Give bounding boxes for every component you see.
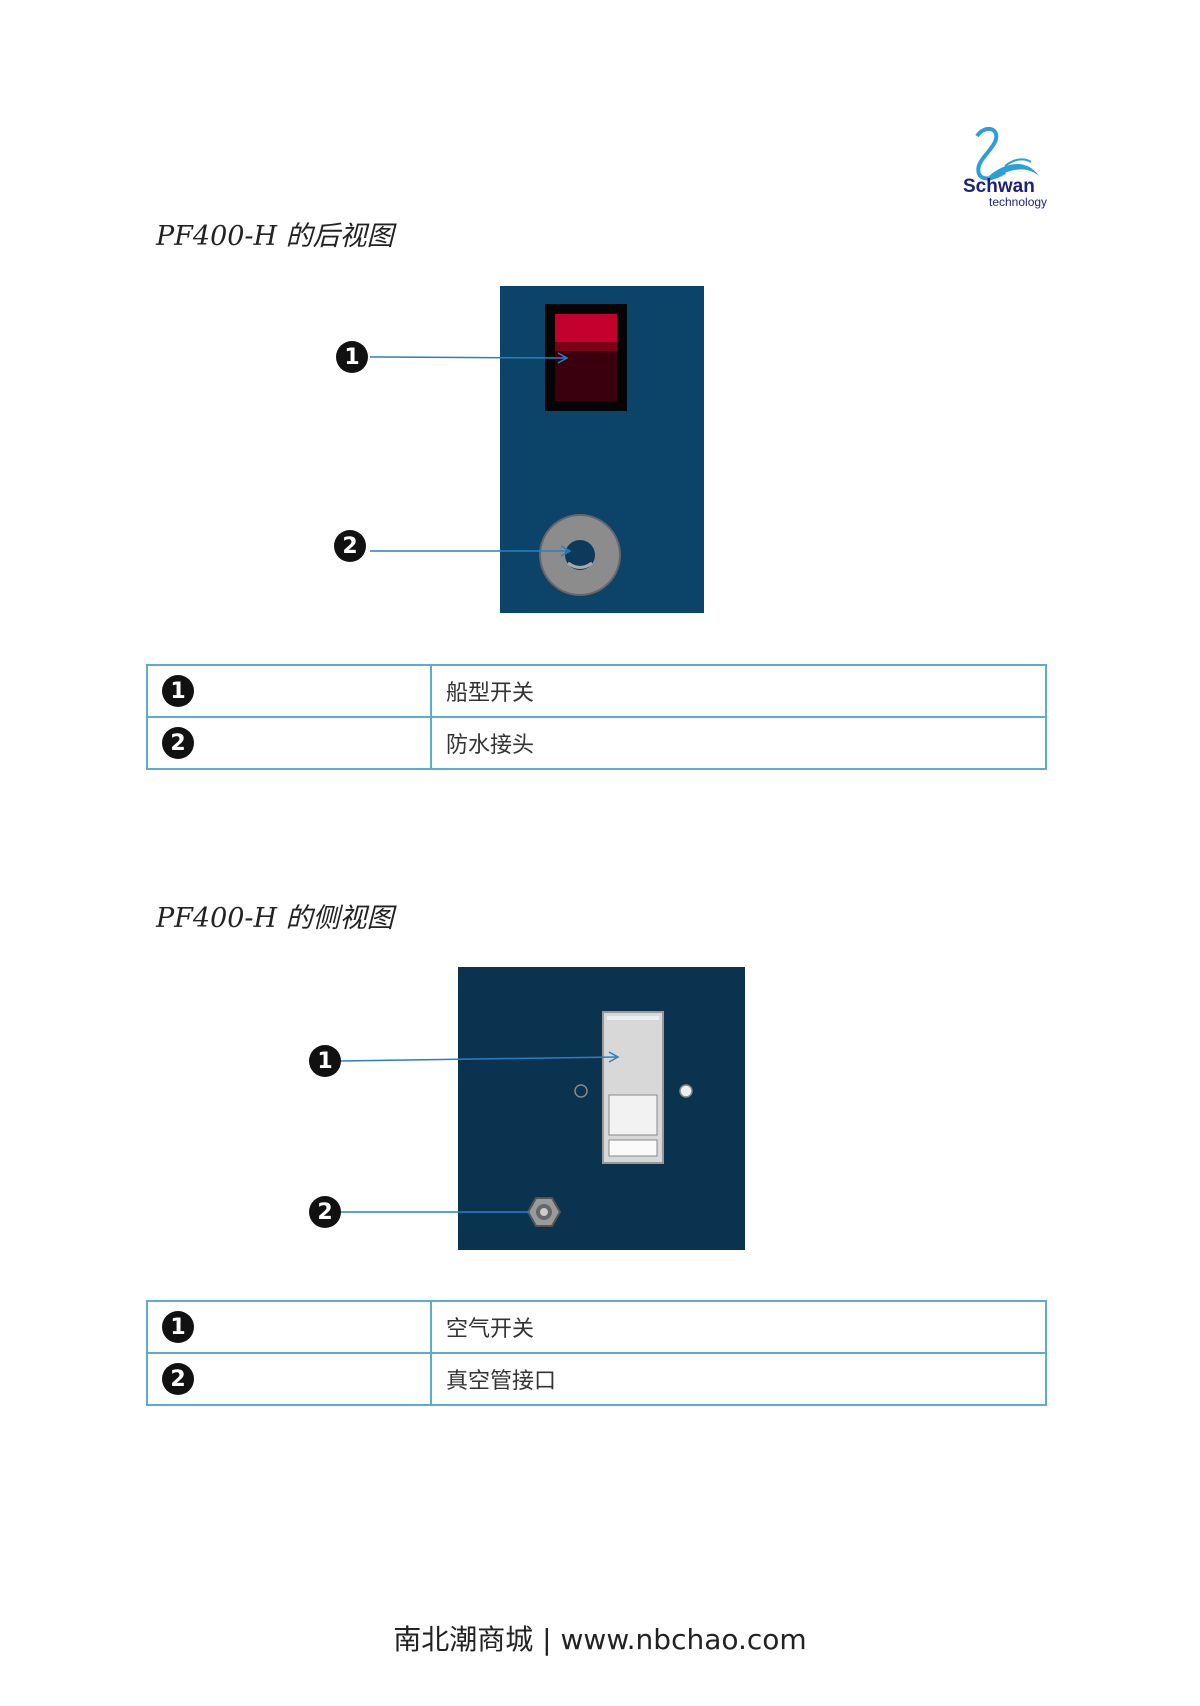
- row-number: 2: [162, 1363, 194, 1395]
- table-row: 2 防水接头: [146, 716, 1047, 770]
- side-view-legend-table: 1 空气开关 2 真空管接口: [146, 1300, 1047, 1406]
- row-number: 2: [162, 727, 194, 759]
- table-row: 1 空气开关: [146, 1300, 1047, 1354]
- row-label: 空气开关: [430, 1300, 1047, 1354]
- schwan-logo: Schwan technology: [955, 122, 1055, 212]
- row-label: 真空管接口: [430, 1352, 1047, 1406]
- row-label: 船型开关: [430, 664, 1047, 718]
- row-number: 1: [162, 1311, 194, 1343]
- row-label: 防水接头: [430, 716, 1047, 770]
- section-title-rear-view: PF400-H 的后视图: [156, 221, 394, 252]
- side-view-diagram: 1 2: [300, 960, 760, 1260]
- svg-text:Schwan: Schwan: [963, 176, 1035, 197]
- callout-1: 1: [336, 341, 368, 373]
- svg-text:technology: technology: [989, 195, 1047, 209]
- table-row: 2 真空管接口: [146, 1352, 1047, 1406]
- callout-2: 2: [334, 530, 366, 562]
- rear-view-legend-table: 1 船型开关 2 防水接头: [146, 664, 1047, 770]
- rear-view-diagram: 1 2: [320, 280, 720, 620]
- table-row: 1 船型开关: [146, 664, 1047, 718]
- callout-2: 2: [309, 1196, 341, 1228]
- callout-1: 1: [309, 1045, 341, 1077]
- footer-watermark: 南北潮商城 | www.nbchao.com: [393, 1623, 807, 1656]
- section-title-side-view: PF400-H 的侧视图: [156, 903, 394, 934]
- row-number: 1: [162, 675, 194, 707]
